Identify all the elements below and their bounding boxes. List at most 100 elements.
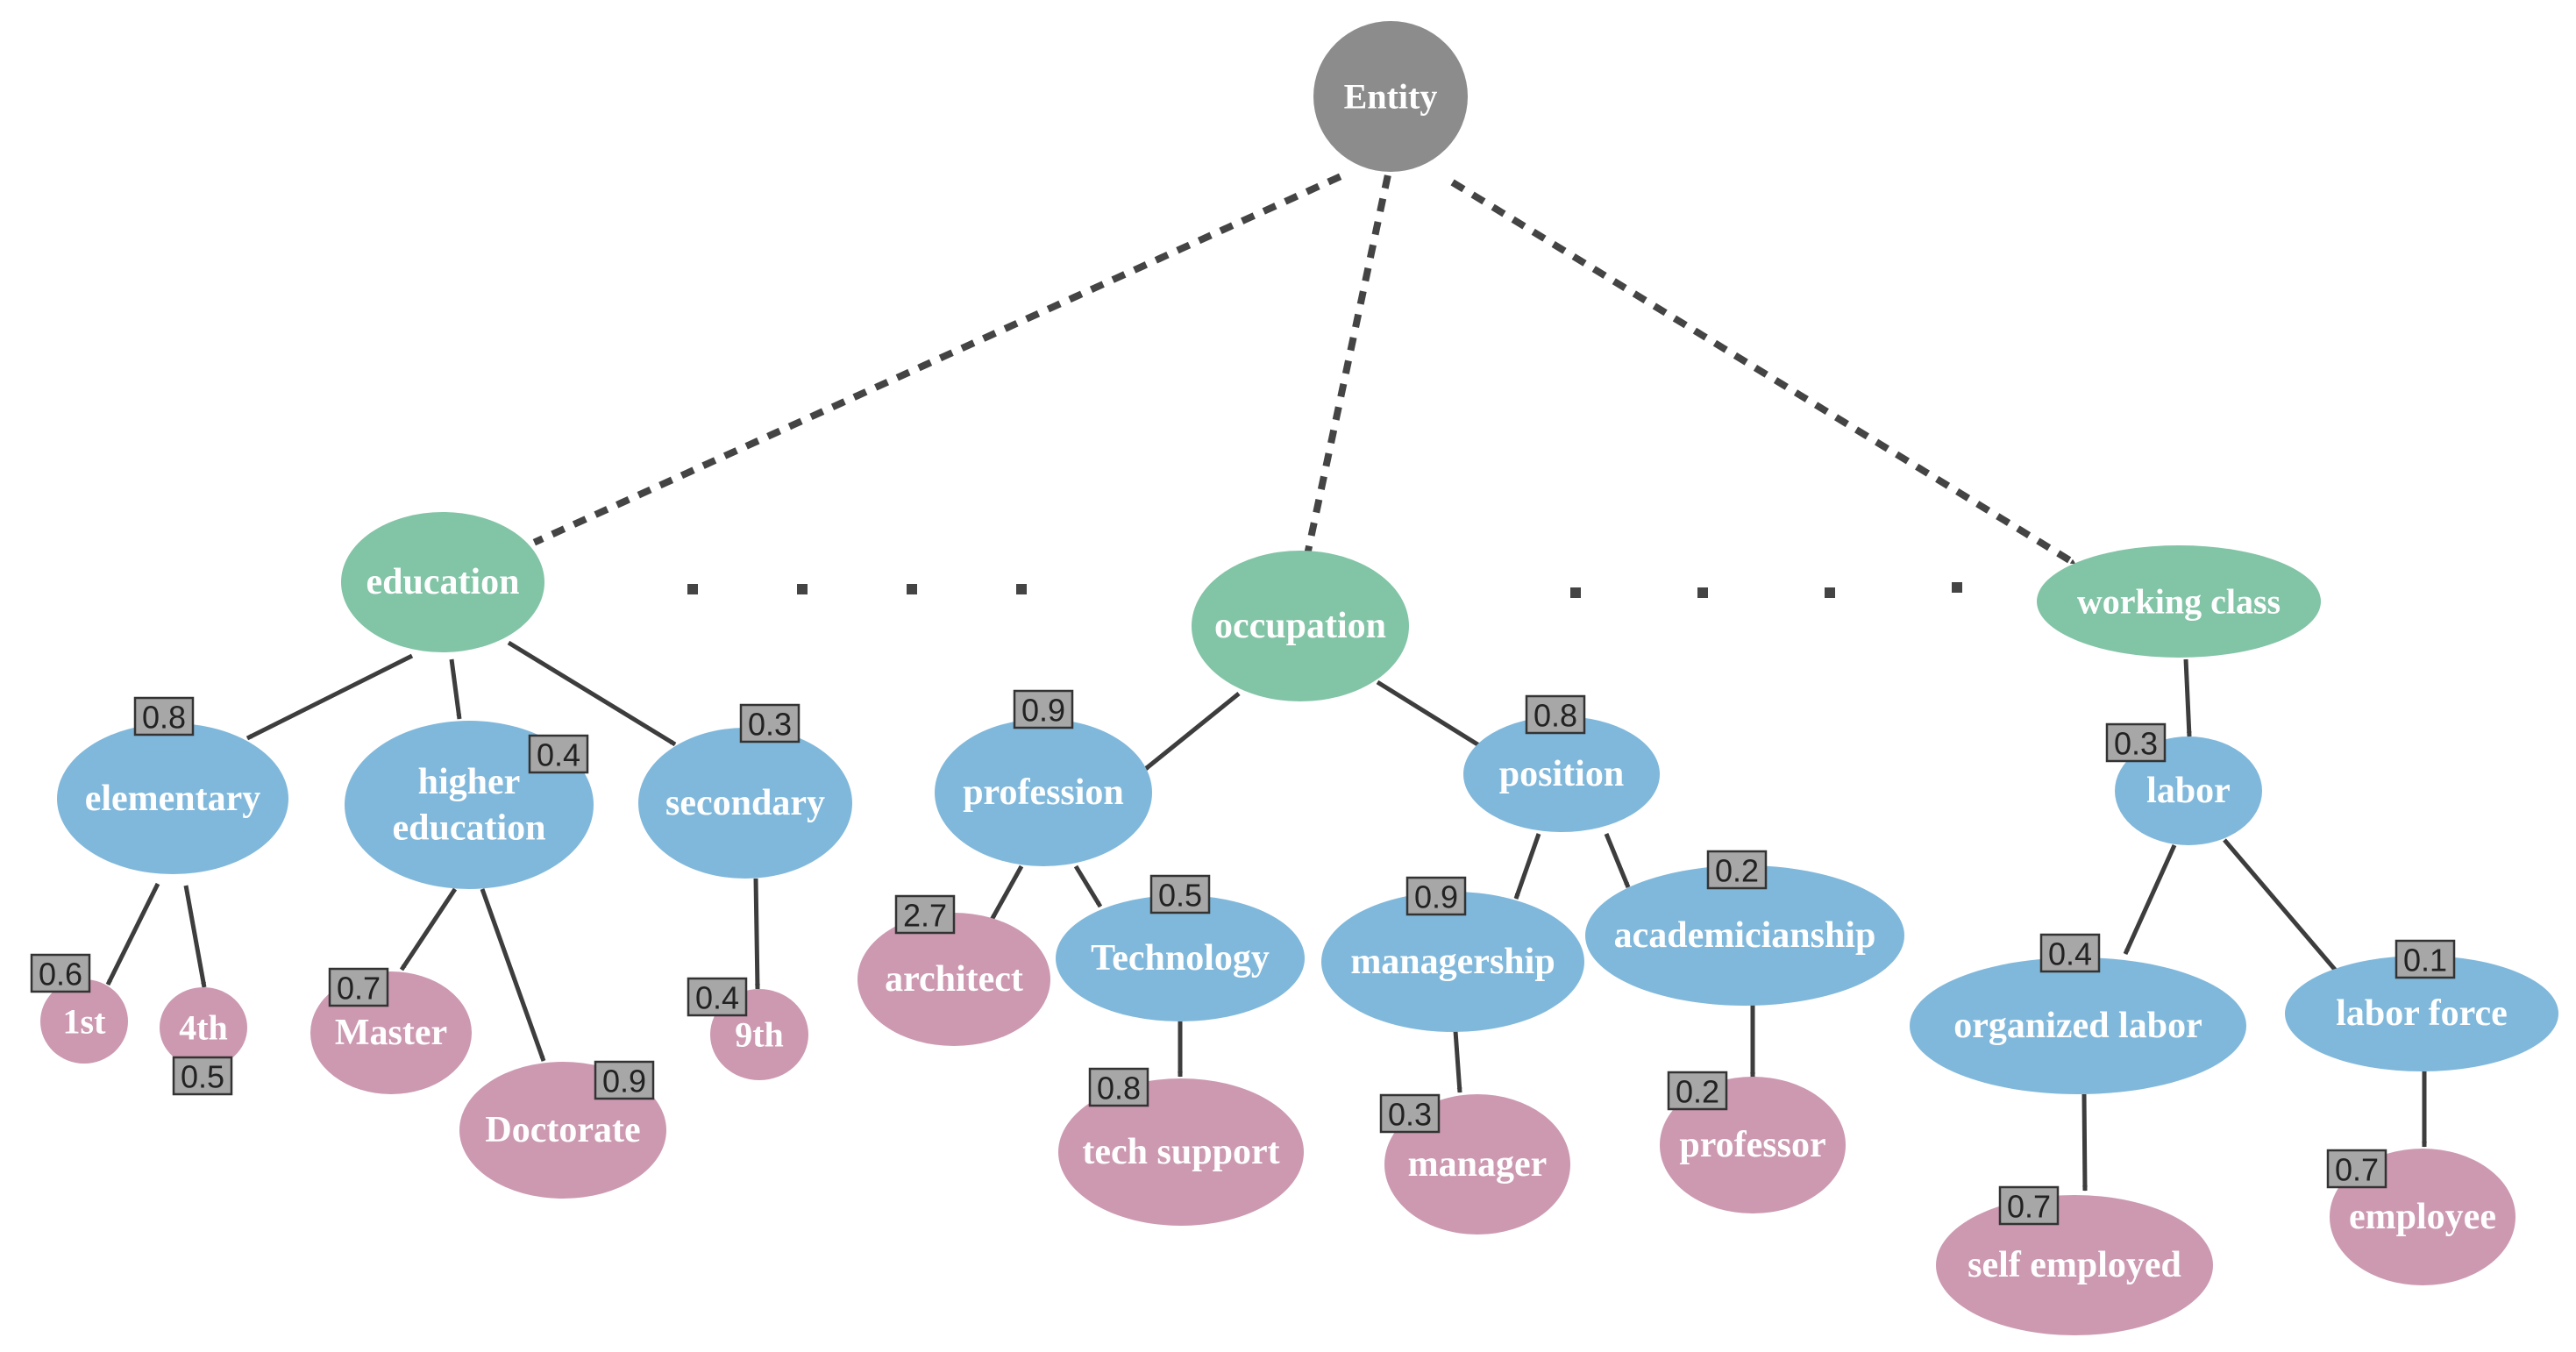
node-shape-instance	[1936, 1195, 2213, 1335]
node-professor: professor	[1660, 1077, 1846, 1213]
node-shape-concept	[1056, 895, 1305, 1021]
node-entity: Entity	[1313, 21, 1468, 172]
edge-higher-education-to-master	[399, 887, 458, 971]
node-shape-category	[1192, 551, 1409, 701]
score-badge-architect: 2.7	[894, 894, 956, 935]
score-box	[2105, 722, 2167, 763]
score-badge-doctorate: 0.9	[594, 1060, 655, 1100]
edge-organized-labor-to-self-employed	[2081, 1093, 2088, 1192]
node-label: employee	[2349, 1197, 2496, 1237]
score-value: 0.8	[1097, 1071, 1141, 1107]
score-value: 0.7	[2335, 1152, 2379, 1188]
node-label: education	[366, 562, 519, 602]
score-badge-self-employed: 0.7	[1998, 1185, 2060, 1226]
node-shape-concept	[57, 723, 288, 874]
node-occupation: occupation	[1192, 551, 1409, 701]
node-shape-concept	[1463, 716, 1660, 832]
node-shape-instance	[1058, 1078, 1304, 1226]
score-value: 0.9	[1414, 879, 1458, 915]
node-label: self employed	[1968, 1245, 2181, 1285]
node-education: education	[341, 512, 544, 652]
score-badge-academicianship: 0.2	[1706, 850, 1768, 890]
edge-entity-to-occupation	[1304, 174, 1391, 555]
score-value: 0.4	[695, 980, 739, 1016]
node-shape-instance	[160, 987, 247, 1068]
score-value: 0.5	[181, 1059, 224, 1095]
score-badge-9th: 0.4	[687, 977, 748, 1017]
score-value: 0.3	[2114, 726, 2158, 762]
ellipsis-dot	[907, 584, 917, 594]
score-box	[528, 734, 589, 774]
score-box	[2039, 933, 2101, 973]
score-box	[1706, 850, 1768, 890]
node-label: elementary	[85, 779, 261, 819]
score-value: 0.9	[1021, 693, 1065, 729]
node-4th: 4th	[160, 987, 247, 1068]
score-box	[739, 703, 801, 744]
score-value: 0.7	[2007, 1189, 2051, 1225]
node-secondary: secondary	[638, 728, 852, 879]
score-value: 0.8	[142, 700, 186, 736]
ellipsis-dots	[687, 582, 1962, 598]
node-shape-concept	[638, 728, 852, 879]
node-label: manager	[1408, 1144, 1548, 1185]
node-shape-instance	[1660, 1077, 1846, 1213]
edge-elementary-to-1st	[105, 882, 160, 986]
edge-working-class-to-labor	[2183, 658, 2192, 737]
node-label: professor	[1679, 1125, 1825, 1165]
score-box	[1149, 874, 1211, 914]
score-badge-4th: 0.5	[172, 1056, 233, 1096]
nodes: Entity education occupation working class el…	[40, 21, 2558, 1335]
node-label: Technology	[1091, 938, 1270, 978]
node-working-class: working class	[2037, 545, 2321, 658]
score-box	[328, 967, 389, 1007]
node-organized-labor: organized labor	[1910, 957, 2246, 1094]
score-box	[30, 953, 91, 993]
node-label: education	[392, 808, 545, 848]
score-value: 0.8	[1534, 698, 1577, 734]
ellipsis-dot	[1016, 584, 1027, 594]
score-badge-1st: 0.6	[30, 953, 91, 993]
node-label: Entity	[1344, 77, 1438, 117]
node-label: Doctorate	[485, 1110, 640, 1150]
node-tech-support: tech support	[1058, 1078, 1304, 1226]
score-badge-labor: 0.3	[2105, 722, 2167, 763]
score-value: 0.9	[602, 1064, 646, 1099]
node-technology: Technology	[1056, 895, 1305, 1021]
edge-labor-to-organized-labor	[2123, 843, 2177, 956]
score-box	[1525, 694, 1586, 735]
edge-labor-to-labor-force	[2223, 838, 2343, 978]
ellipsis-dot	[1952, 582, 1962, 593]
edge-occupation-to-position	[1376, 680, 1484, 750]
ellipsis-dot	[1570, 587, 1581, 598]
node-label: occupation	[1214, 606, 1386, 646]
node-label: 1st	[63, 1002, 107, 1042]
score-box	[1667, 1071, 1728, 1111]
score-badge-manager: 0.3	[1379, 1093, 1441, 1134]
node-label: Master	[335, 1013, 447, 1053]
score-badge-profession: 0.9	[1013, 689, 1074, 729]
node-label: 9th	[735, 1015, 784, 1055]
score-value: 0.4	[537, 737, 580, 773]
ellipsis-dot	[1825, 587, 1835, 598]
node-label: tech support	[1082, 1132, 1279, 1172]
score-badge-tech-support: 0.8	[1088, 1067, 1149, 1107]
edge-education-to-elementary	[246, 653, 414, 741]
score-value: 0.2	[1676, 1074, 1719, 1110]
ellipsis-dot	[797, 584, 808, 594]
node-label: position	[1499, 754, 1624, 794]
score-box	[2326, 1149, 2387, 1189]
node-label: academicianship	[1614, 915, 1876, 956]
edge-education-to-higher-education	[449, 658, 462, 720]
node-shape-concept	[1585, 865, 1904, 1006]
node-shape-concept	[1321, 892, 1584, 1032]
node-shape-concept	[2285, 956, 2558, 1071]
node-label: organized labor	[1953, 1006, 2202, 1046]
score-badge-position: 0.8	[1525, 694, 1586, 735]
edge-elementary-to-4th	[183, 885, 207, 988]
node-label: higher	[418, 762, 521, 802]
ellipsis-dot	[1697, 587, 1708, 598]
node-labor-force: labor force	[2285, 956, 2558, 1071]
score-badge-master: 0.7	[328, 967, 389, 1007]
